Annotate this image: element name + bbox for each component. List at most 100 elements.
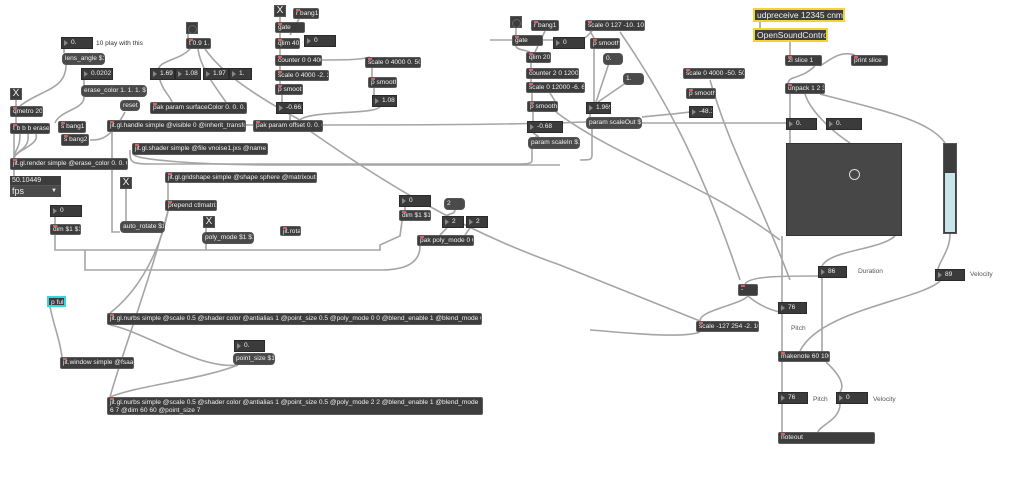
fps-value: 50.10449 — [10, 176, 61, 186]
message-box-lens-msg[interactable]: lens_angle $1 — [62, 53, 105, 65]
object-box-rbang1a: r bang1 — [293, 8, 319, 19]
bang-circle-icon — [511, 18, 521, 27]
number-box-pitch2[interactable]: 76 — [778, 392, 808, 404]
patch-cord — [464, 227, 471, 236]
number-box-numout[interactable]: 1.969 — [586, 102, 611, 114]
patch-cord — [819, 93, 946, 144]
object-box-psmooth2: p smooth — [368, 77, 397, 88]
bang-button[interactable] — [510, 16, 522, 28]
patch-cord — [549, 92, 556, 102]
patch-cord — [111, 132, 120, 233]
patch-cord — [595, 59, 611, 103]
number-box-pitch1[interactable]: 76 — [778, 302, 807, 314]
number-box-vel1[interactable]: 89 — [935, 269, 965, 281]
patch-cord — [89, 111, 126, 141]
fps-unit: fps — [12, 186, 25, 196]
number-box-dur[interactable]: 86 — [818, 266, 847, 278]
message-box-reset[interactable]: reset — [120, 100, 140, 111]
number-box-num0a[interactable]: 0 — [304, 35, 336, 47]
toggle-toggle1[interactable]: X — [10, 88, 22, 100]
object-box-jitrota: jit.rota — [280, 226, 301, 236]
object-box-counter1: counter 0 0 4000 — [275, 55, 322, 66]
patch-cord — [532, 132, 540, 138]
message-box-polymsg[interactable]: poly_mode $1 $1 — [202, 232, 254, 244]
number-box-dimnum2[interactable]: 0 — [399, 195, 431, 207]
patch-cord — [817, 403, 841, 433]
object-box-psmooth4: p smooth — [590, 38, 620, 49]
object-box-pfull[interactable]: p full — [47, 296, 66, 307]
number-box-psnum[interactable]: 0. — [234, 340, 265, 352]
object-box-shader: jit.gl.shader simple @file vnoise1.jxs @… — [132, 143, 268, 155]
number-box-lens-num[interactable]: 0. — [61, 37, 93, 49]
object-box-zl: zl slice 1 — [785, 55, 822, 66]
patch-cord — [133, 154, 560, 166]
patch-cord — [129, 149, 533, 165]
comment-velocity2: Velocity — [873, 396, 896, 403]
number-box-num0b[interactable]: 0 — [553, 37, 585, 49]
object-box-psmooth5: p smooth — [686, 88, 716, 99]
object-box-scale4: scale 0 127 -10. 10. — [585, 20, 645, 31]
object-box-noteout: noteout — [778, 432, 875, 444]
object-box-sbang2: s bang2 — [61, 134, 89, 146]
object-box-rbang1b: r bang1 — [531, 20, 559, 31]
message-box-m1[interactable]: 1. — [623, 73, 644, 85]
number-box-c4[interactable]: 1. — [229, 68, 252, 80]
object-box-counter2: counter 2 0 12000 — [526, 68, 579, 79]
number-box-pn1[interactable]: 2 — [442, 216, 464, 228]
patch-cord — [619, 31, 741, 281]
object-box-psmooth3: p smooth — [527, 101, 558, 112]
object-box-render: jit.gl.render simple @erase_color 0. 0. … — [10, 158, 128, 170]
number-box-c3[interactable]: 1.97 — [203, 68, 229, 80]
fps-unit-menu[interactable]: fps▼ — [10, 186, 61, 197]
velocity-slider[interactable] — [943, 143, 957, 234]
patch-cord — [13, 133, 38, 159]
bang-button[interactable] — [186, 22, 198, 34]
object-box-dim1: dim $1 $1 — [50, 224, 81, 235]
number-box-u1[interactable]: 0. — [786, 118, 817, 130]
toggle-toggle2[interactable]: X — [274, 5, 286, 17]
lcd-canvas[interactable] — [786, 143, 902, 236]
toggle-x-icon: X — [122, 177, 130, 188]
number-box-erase-num[interactable]: 0.0202 — [81, 68, 113, 80]
slider-fill — [945, 173, 955, 232]
toggle-toggle4[interactable]: X — [203, 216, 215, 228]
number-box-vel2[interactable]: 0 — [836, 392, 868, 404]
comment-pitch1: Pitch — [791, 325, 806, 332]
number-box-num108[interactable]: 1.08 — [372, 95, 397, 107]
message-box-m0[interactable]: 0. — [603, 53, 623, 65]
message-box-scaleout[interactable]: param scaleOut $1 — [586, 117, 642, 129]
patch-cord — [589, 329, 701, 336]
number-box-pn2[interactable]: 2 — [466, 216, 488, 228]
number-box-num481[interactable]: -48.1 — [689, 106, 713, 118]
patch-cord — [819, 52, 856, 67]
message-box-autorot[interactable]: auto_rotate $1 — [120, 221, 165, 233]
patch-cord — [109, 364, 239, 398]
object-box-scale5: scale 0 4000 -50. 50. — [683, 68, 745, 79]
fps-display: 50.10449 fps▼ — [10, 176, 61, 197]
patch-cord — [439, 227, 448, 236]
object-box-qmetro: qmetro 20 — [10, 106, 43, 117]
message-box-erase-msg[interactable]: erase_color 1. 1. 1. $1 — [81, 85, 147, 97]
patch-cord — [309, 130, 701, 322]
message-box-scalein[interactable]: param scaleIn $1 — [528, 137, 580, 149]
comment-duration: Duration — [858, 268, 883, 275]
message-box-msg2[interactable]: 2 — [444, 198, 465, 210]
message-box-psmsg[interactable]: point_size $1 — [233, 353, 275, 365]
number-box-c2[interactable]: 1.08 — [175, 68, 201, 80]
object-box-t09: t 0.9 1. — [186, 38, 211, 49]
object-box-pakoffset: pak param offset 0. 0. 0. — [253, 120, 323, 132]
number-box-u2[interactable]: 0. — [826, 118, 862, 130]
patch-cord — [787, 65, 816, 84]
object-box-pakcolor: pak param surfaceColor 0. 0. 0. 0. — [150, 102, 247, 114]
number-box-c1[interactable]: 1.69 — [150, 68, 175, 80]
object-box-qlim40: qlim 40 — [275, 38, 300, 49]
toggle-toggle3[interactable]: X — [120, 177, 132, 189]
number-box-dimnum1[interactable]: 0 — [50, 205, 82, 217]
object-box-nurbs2: jit.gl.nurbs simple @scale 0.5 @shader c… — [107, 397, 483, 415]
patch-cord — [804, 93, 851, 144]
number-box-numoff[interactable]: -0.661 — [276, 102, 303, 114]
patch-cord — [821, 235, 896, 267]
patch-cord — [937, 233, 951, 270]
number-box-numin[interactable]: -0.68 — [527, 121, 563, 133]
